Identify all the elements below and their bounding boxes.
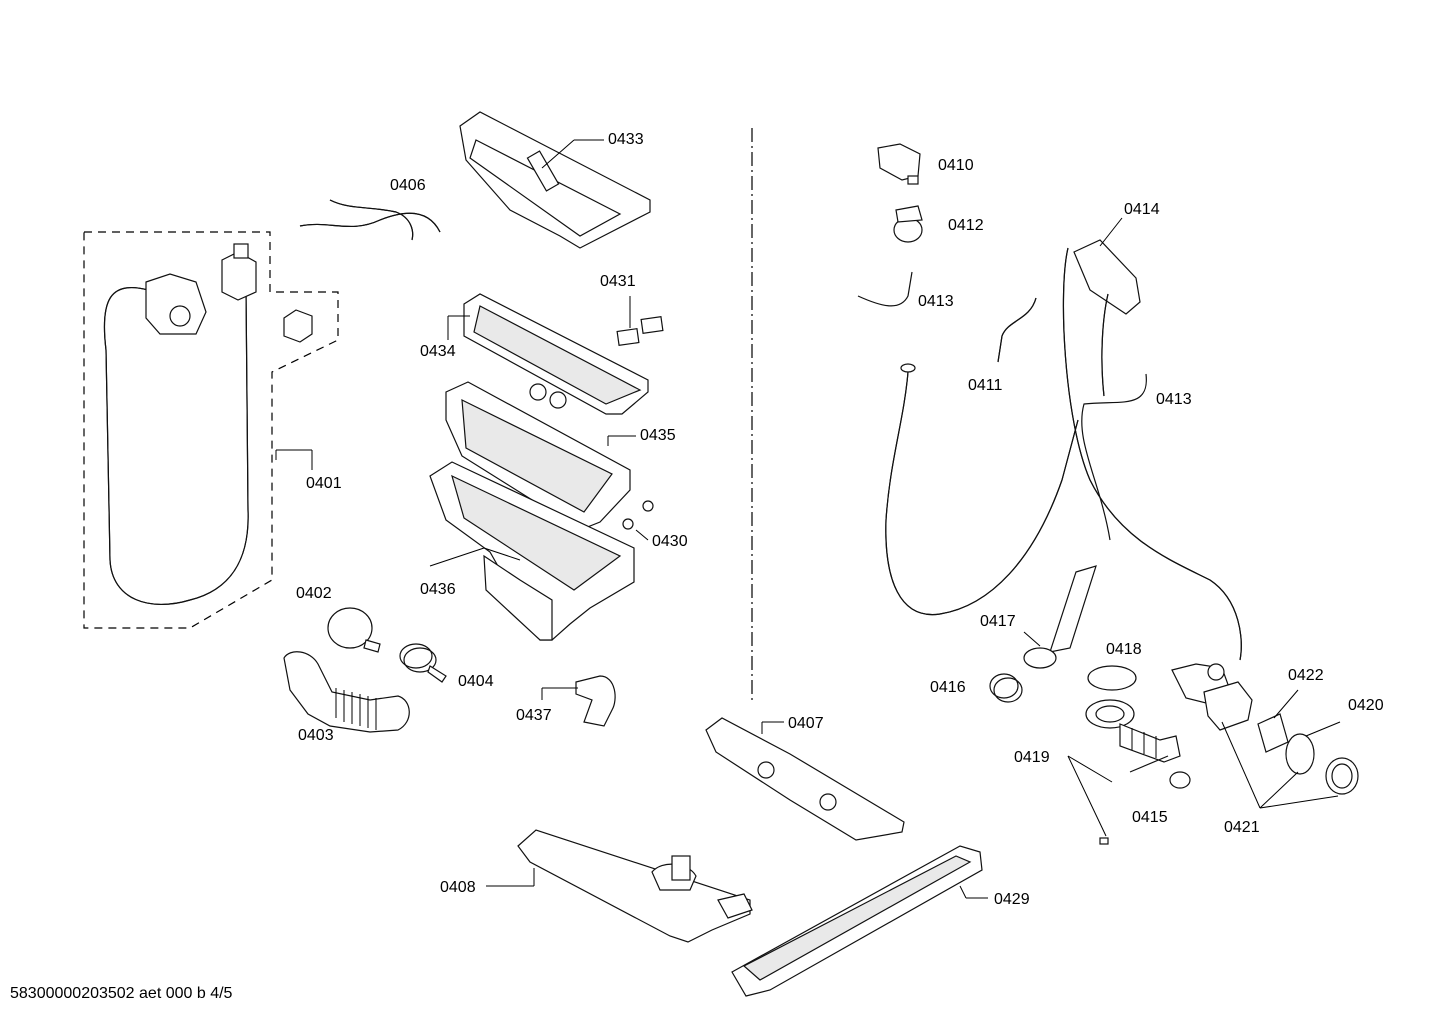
label-0404: 0404 bbox=[458, 673, 494, 690]
part-0413-wire-right bbox=[1081, 373, 1147, 541]
label-0408: 0408 bbox=[440, 879, 476, 896]
label-0410: 0410 bbox=[938, 157, 974, 174]
part-0412-pressure-switch bbox=[893, 205, 923, 243]
part-drain-pump bbox=[1171, 663, 1253, 731]
label-0431: 0431 bbox=[600, 273, 636, 290]
part-drain-hose-left bbox=[885, 363, 1079, 616]
label-0436: 0436 bbox=[420, 581, 456, 598]
label-0413-top: 0413 bbox=[918, 293, 954, 310]
part-0417-tube bbox=[1023, 565, 1097, 669]
label-0433: 0433 bbox=[608, 131, 644, 148]
label-0411: 0411 bbox=[968, 377, 1003, 394]
label-0421: 0421 bbox=[1224, 819, 1260, 836]
label-0422: 0422 bbox=[1288, 667, 1324, 684]
part-0429-long-rail bbox=[731, 845, 988, 997]
part-0435-dispenser-housing bbox=[445, 381, 636, 531]
part-0404-spring-clamp bbox=[399, 643, 447, 683]
part-0406-hose-set bbox=[299, 199, 441, 241]
part-0415-clamp bbox=[1169, 771, 1191, 789]
part-0402-clamp bbox=[327, 607, 381, 653]
label-0435: 0435 bbox=[640, 427, 676, 444]
part-0403-bellows-hose bbox=[283, 651, 410, 733]
label-0419: 0419 bbox=[1014, 749, 1050, 766]
part-0418-ring bbox=[1087, 665, 1137, 691]
part-0401-inlet-hose-assembly bbox=[83, 231, 339, 629]
label-0402: 0402 bbox=[296, 585, 332, 602]
part-0437-elbow bbox=[541, 675, 616, 727]
label-0414: 0414 bbox=[1124, 201, 1160, 218]
part-0413-tube-top bbox=[857, 271, 913, 307]
part-0430-fittings bbox=[622, 500, 654, 541]
part-0416-clamp bbox=[989, 673, 1023, 703]
label-0434: 0434 bbox=[420, 343, 456, 360]
part-0410-sensor bbox=[877, 143, 921, 185]
part-0434-detergent-drawer bbox=[447, 293, 649, 415]
label-0429: 0429 bbox=[994, 891, 1030, 908]
label-0437: 0437 bbox=[516, 707, 552, 724]
label-0420: 0420 bbox=[1348, 697, 1384, 714]
part-0407-bracket bbox=[705, 717, 905, 841]
document-footer-id: 58300000203502 aet 000 b 4/5 bbox=[10, 985, 233, 1002]
part-0436-dispenser-tray bbox=[429, 461, 635, 641]
label-0430: 0430 bbox=[652, 533, 688, 550]
label-0412: 0412 bbox=[948, 217, 984, 234]
label-0413-right: 0413 bbox=[1156, 391, 1192, 408]
label-0416: 0416 bbox=[930, 679, 966, 696]
label-0401: 0401 bbox=[306, 475, 342, 492]
part-0422-plate bbox=[1257, 689, 1299, 753]
label-0418: 0418 bbox=[1106, 641, 1142, 658]
label-0407: 0407 bbox=[788, 715, 824, 732]
part-0408-base-rail bbox=[486, 829, 753, 943]
leaders-0421 bbox=[1221, 721, 1339, 809]
label-0403: 0403 bbox=[298, 727, 334, 744]
part-0411-tube bbox=[997, 297, 1037, 363]
part-0419-bellows bbox=[1067, 699, 1181, 845]
label-0417: 0417 bbox=[980, 613, 1016, 630]
part-0414-main-hose bbox=[1062, 217, 1242, 661]
label-0406: 0406 bbox=[390, 177, 426, 194]
part-0431-pads bbox=[616, 296, 664, 347]
label-0415: 0415 bbox=[1132, 809, 1168, 826]
part-0420-filter bbox=[1285, 721, 1359, 795]
part-0433-dispenser-top bbox=[459, 111, 651, 249]
